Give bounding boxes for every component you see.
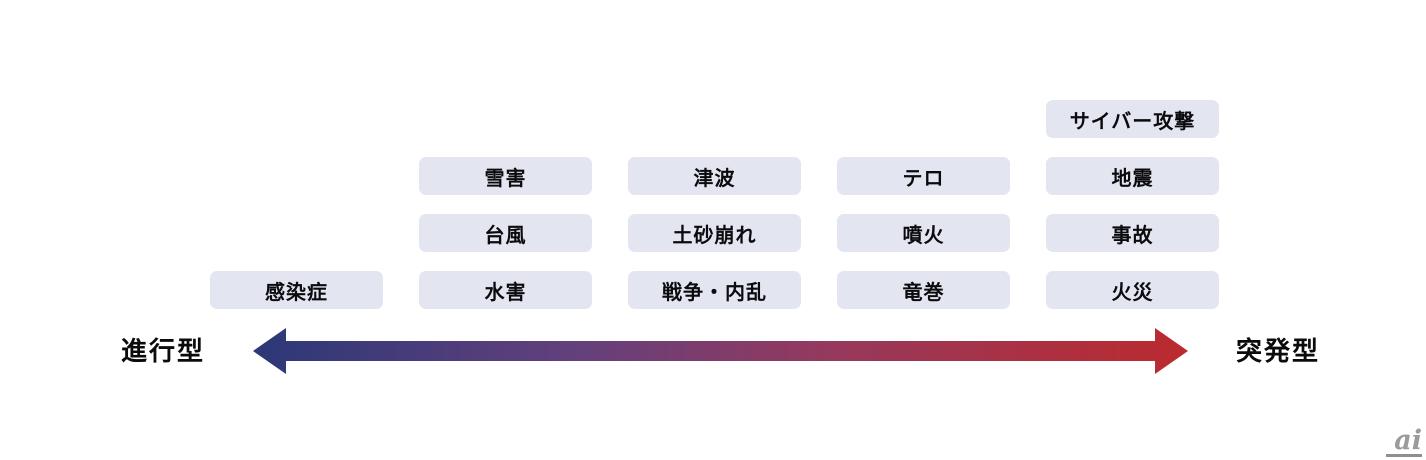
disaster-box-cyber-attack: サイバー攻撃: [1046, 100, 1219, 138]
disaster-box-typhoon: 台風: [419, 214, 592, 252]
disaster-box-snow-damage: 雪害: [419, 157, 592, 195]
disaster-box-flood: 水害: [419, 271, 592, 309]
disaster-box-tornado: 竜巻: [837, 271, 1010, 309]
gradient-double-arrow-icon: [253, 328, 1188, 374]
ai-logo-text: ai: [1394, 425, 1422, 456]
disaster-box-landslide: 土砂崩れ: [628, 214, 801, 252]
ai-logo-subtext-bar: [1386, 454, 1422, 457]
ai-logo: ai: [1386, 425, 1422, 457]
disaster-box-earthquake: 地震: [1046, 157, 1219, 195]
disaster-item-grid: サイバー攻撃 雪害 津波 テロ 地震 台風 土砂崩れ 噴火 事故 感染症 水害 …: [210, 100, 1219, 309]
disaster-box-accident: 事故: [1046, 214, 1219, 252]
axis-label-sudden: 突発型: [1236, 336, 1321, 366]
axis-label-progressive: 進行型: [121, 336, 206, 366]
disaster-box-terrorism: テロ: [837, 157, 1010, 195]
disaster-box-fire: 火災: [1046, 271, 1219, 309]
disaster-box-tsunami: 津波: [628, 157, 801, 195]
disaster-box-infectious-disease: 感染症: [210, 271, 383, 309]
disaster-box-eruption: 噴火: [837, 214, 1010, 252]
disaster-box-war-civil-unrest: 戦争・内乱: [628, 271, 801, 309]
